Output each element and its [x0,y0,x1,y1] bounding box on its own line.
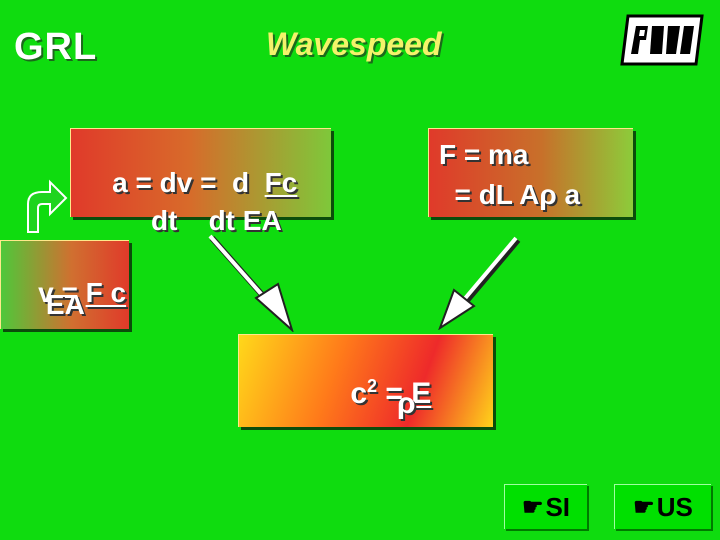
eq-v-numerator: F c [85,277,127,308]
arrow-down-right-icon [208,234,294,332]
eq-f-line2: = dL Aρ a [439,179,581,210]
wavespeed-result-box: c2 = E ρ [238,334,493,427]
eq-c-denominator: ρ [397,387,416,420]
slide-title: Wavespeed [266,26,442,62]
acceleration-equation-box: a = dv = d Fc dt dt EA [70,128,331,235]
si-units-label: SI [545,491,571,522]
us-units-button[interactable]: ☛ US [614,484,711,529]
force-equation-box: F = ma = dL Aρ a [428,128,633,217]
brand-label: GRL [14,26,98,68]
eq-v-line1a: v = [38,277,86,308]
eq-a-line2: dt dt [112,205,243,236]
pointing-hand-icon: ☛ [521,493,544,521]
eq-a-denominator: EA [242,205,282,236]
eq-a-line1: a = dv = d [112,167,265,198]
logo-icon [620,14,704,66]
us-units-label: US [656,491,693,522]
eq-f-line1: F = ma [439,139,529,170]
eq-c-symbol: c [350,377,368,410]
turn-arrow-icon [27,179,68,233]
eq-c-exponent: 2 [367,376,378,396]
eq-c-numerator: E [411,377,432,410]
eq-v-line2: EA [7,289,85,320]
velocity-equation-box: v = F c EA [0,240,129,329]
eq-c-equals: = [377,377,412,410]
si-units-button[interactable]: ☛ SI [504,484,587,529]
pointing-hand-icon: ☛ [633,493,655,521]
arrow-down-left-icon [438,236,521,330]
eq-a-numerator: Fc [264,167,298,198]
